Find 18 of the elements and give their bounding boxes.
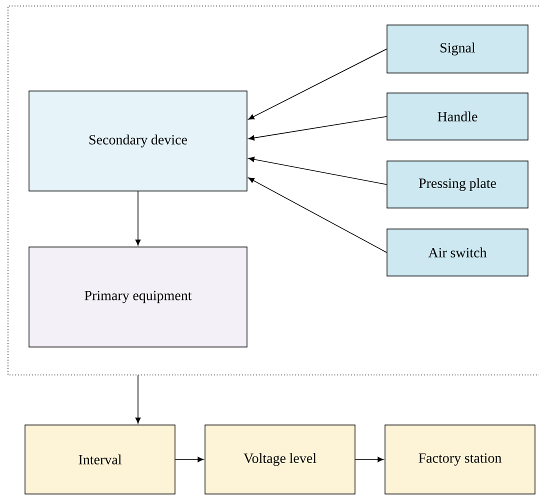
- arrow: [354, 456, 384, 462]
- arrow: [135, 374, 141, 424]
- input-box: Pressing plate: [386, 160, 528, 208]
- arrow: [174, 456, 204, 462]
- input-box: Handle: [386, 92, 528, 140]
- dotted-frame: [8, 6, 540, 376]
- process-box: Voltage level: [204, 424, 356, 494]
- input-box: Signal: [386, 24, 528, 74]
- process-box: Factory station: [384, 424, 536, 494]
- process-box: Secondary device: [28, 90, 248, 192]
- process-box: Interval: [24, 424, 176, 494]
- process-box: Primary equipment: [28, 246, 248, 348]
- arrow: [248, 116, 388, 141]
- input-box: Air switch: [386, 228, 528, 276]
- arrow: [248, 156, 388, 185]
- arrow: [248, 178, 388, 253]
- arrow: [135, 190, 141, 246]
- arrow: [248, 48, 388, 120]
